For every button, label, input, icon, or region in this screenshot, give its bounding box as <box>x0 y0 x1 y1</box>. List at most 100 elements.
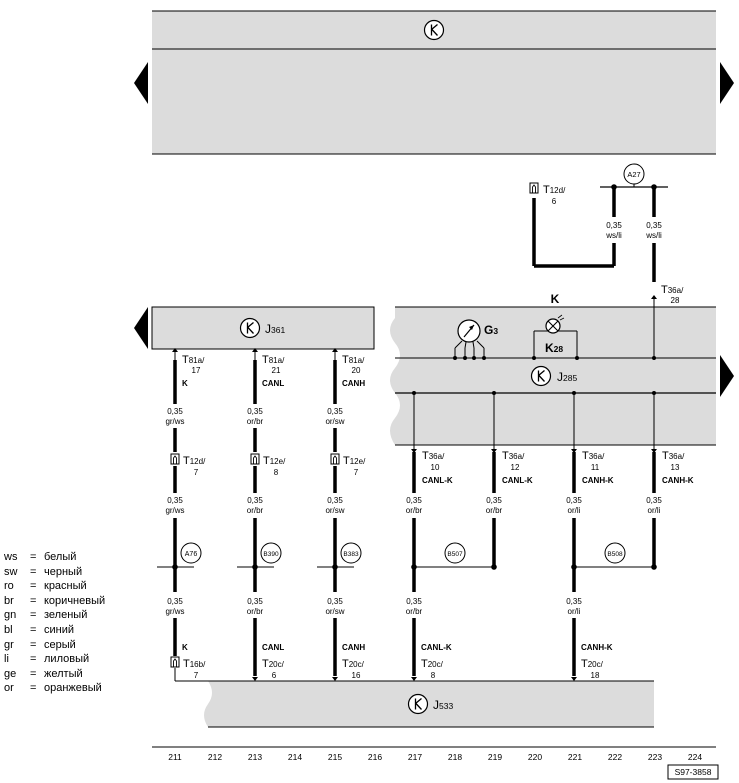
connector-t12e-8: T12e/ <box>263 455 286 467</box>
track-number: 222 <box>608 752 622 762</box>
connector-t81a-21: T81a/ <box>262 354 285 366</box>
svg-text:or/li: or/li <box>568 506 581 515</box>
svg-text:ws/li: ws/li <box>645 231 662 240</box>
svg-text:0,35: 0,35 <box>247 407 263 416</box>
legend-equals: = <box>30 565 37 578</box>
svg-text:11: 11 <box>591 463 600 472</box>
svg-text:28: 28 <box>671 296 680 305</box>
legend-equals: = <box>30 594 37 607</box>
legend-equals: = <box>30 609 37 622</box>
track-number: 214 <box>288 752 302 762</box>
k-wire-symbol-icon <box>239 317 261 339</box>
legend-color-name: черный <box>44 565 83 578</box>
svg-text:6: 6 <box>272 671 277 680</box>
connector-t36a-28: T36a/ <box>661 284 684 296</box>
top-module <box>134 10 734 155</box>
svg-text:K: K <box>182 379 188 388</box>
legend-code: sw <box>4 565 18 578</box>
svg-text:CANH-K: CANH-K <box>582 476 614 485</box>
connector-t12e-7: T12e/ <box>343 455 366 467</box>
connector-plug-icon <box>170 453 180 465</box>
j533-entry-arrows <box>174 668 577 681</box>
svg-text:ws/li: ws/li <box>605 231 622 240</box>
track-number: 215 <box>328 752 342 762</box>
svg-text:gr/ws: gr/ws <box>165 607 184 616</box>
svg-text:7: 7 <box>194 468 199 477</box>
svg-text:0,35: 0,35 <box>606 221 622 230</box>
legend-equals: = <box>30 638 37 651</box>
svg-text:or/br: or/br <box>247 506 264 515</box>
svg-text:or/sw: or/sw <box>325 607 344 616</box>
legend-color-name: белый <box>44 551 77 563</box>
svg-text:or/br: or/br <box>406 506 423 515</box>
svg-text:20: 20 <box>352 366 361 375</box>
svg-text:or/br: or/br <box>247 607 264 616</box>
svg-text:8: 8 <box>274 468 279 477</box>
wires-j361: T81a/ 17 K 0,35 gr/ws T12d/ 7 0,35 gr/ws… <box>157 348 366 680</box>
legend-equals: = <box>30 667 37 680</box>
legend-item: ro=красный <box>4 579 105 594</box>
legend-item: gn=зеленый <box>4 608 105 623</box>
svg-text:0,35: 0,35 <box>327 597 343 606</box>
svg-text:CANL-K: CANL-K <box>421 643 452 652</box>
legend-color-name: синий <box>44 623 75 636</box>
legend-color-name: коричневый <box>44 594 106 607</box>
svg-text:21: 21 <box>272 366 281 375</box>
k-wire-symbol-icon <box>423 19 445 41</box>
legend-color-name: зеленый <box>44 609 88 622</box>
legend-item: br=коричневый <box>4 594 105 609</box>
track-number: 221 <box>568 752 582 762</box>
wires-j285: T36a/ 10 CANL-K T36a/ 12 CANL-K T36a/ 11… <box>406 445 694 680</box>
svg-text:0,35: 0,35 <box>646 221 662 230</box>
legend-equals: = <box>30 580 37 593</box>
legend-color-name: серый <box>44 638 76 651</box>
svg-text:CANL: CANL <box>262 643 284 652</box>
k-wire-symbol-icon <box>530 365 552 387</box>
svg-text:16: 16 <box>352 671 361 680</box>
svg-text:CANH: CANH <box>342 379 365 388</box>
node-label-b508: B508 <box>607 551 623 558</box>
legend-code: ro <box>4 580 14 593</box>
node-label-a27: A27 <box>627 170 640 179</box>
svg-text:7: 7 <box>354 468 359 477</box>
svg-text:gr/ws: gr/ws <box>165 417 184 426</box>
connector-t20c-18: T20c/ <box>581 658 604 670</box>
svg-text:0,35: 0,35 <box>566 496 582 505</box>
node-label-b507: B507 <box>447 551 463 558</box>
svg-text:or/sw: or/sw <box>325 506 344 515</box>
track-number: 223 <box>648 752 662 762</box>
left-arrow-icon <box>134 62 148 104</box>
node-label-b390: B390 <box>263 551 279 558</box>
svg-text:13: 13 <box>671 463 680 472</box>
module-j361: J361 <box>134 306 375 350</box>
node-label-a76: A76 <box>185 551 198 558</box>
legend-item: ge=желтый <box>4 667 105 682</box>
module-j533: J533 <box>175 680 654 728</box>
connector-t12d-7: T12d/ <box>183 455 206 467</box>
connector-plug-icon <box>330 453 340 465</box>
module-j285: J285 K G3 K28 <box>390 292 734 446</box>
legend-item: bl=синий <box>4 623 105 638</box>
svg-text:or/br: or/br <box>486 506 503 515</box>
svg-text:0,35: 0,35 <box>646 496 662 505</box>
svg-text:0,35: 0,35 <box>247 597 263 606</box>
svg-text:6: 6 <box>552 197 557 206</box>
track-number: 218 <box>448 752 462 762</box>
connector-t12d-6: T12d/ <box>543 184 566 196</box>
connector-plug-icon <box>529 182 539 194</box>
module-label-j533: J533 <box>433 698 453 712</box>
legend-code: ws <box>4 551 18 563</box>
connector-t20c-6: T20c/ <box>262 658 285 670</box>
legend-item: li=лиловый <box>4 652 105 667</box>
track-number: 219 <box>488 752 502 762</box>
svg-text:10: 10 <box>431 463 440 472</box>
svg-text:K: K <box>182 643 188 652</box>
svg-text:0,35: 0,35 <box>566 597 582 606</box>
a27-junction: A27 T12d/ 6 0,35 ws/li 0,35 ws/li T36a/ … <box>529 163 684 307</box>
svg-text:CANL-K: CANL-K <box>422 476 453 485</box>
svg-text:0,35: 0,35 <box>167 597 183 606</box>
k28-label: K28 <box>545 341 563 355</box>
svg-text:0,35: 0,35 <box>247 496 263 505</box>
right-arrow-icon <box>720 355 734 397</box>
